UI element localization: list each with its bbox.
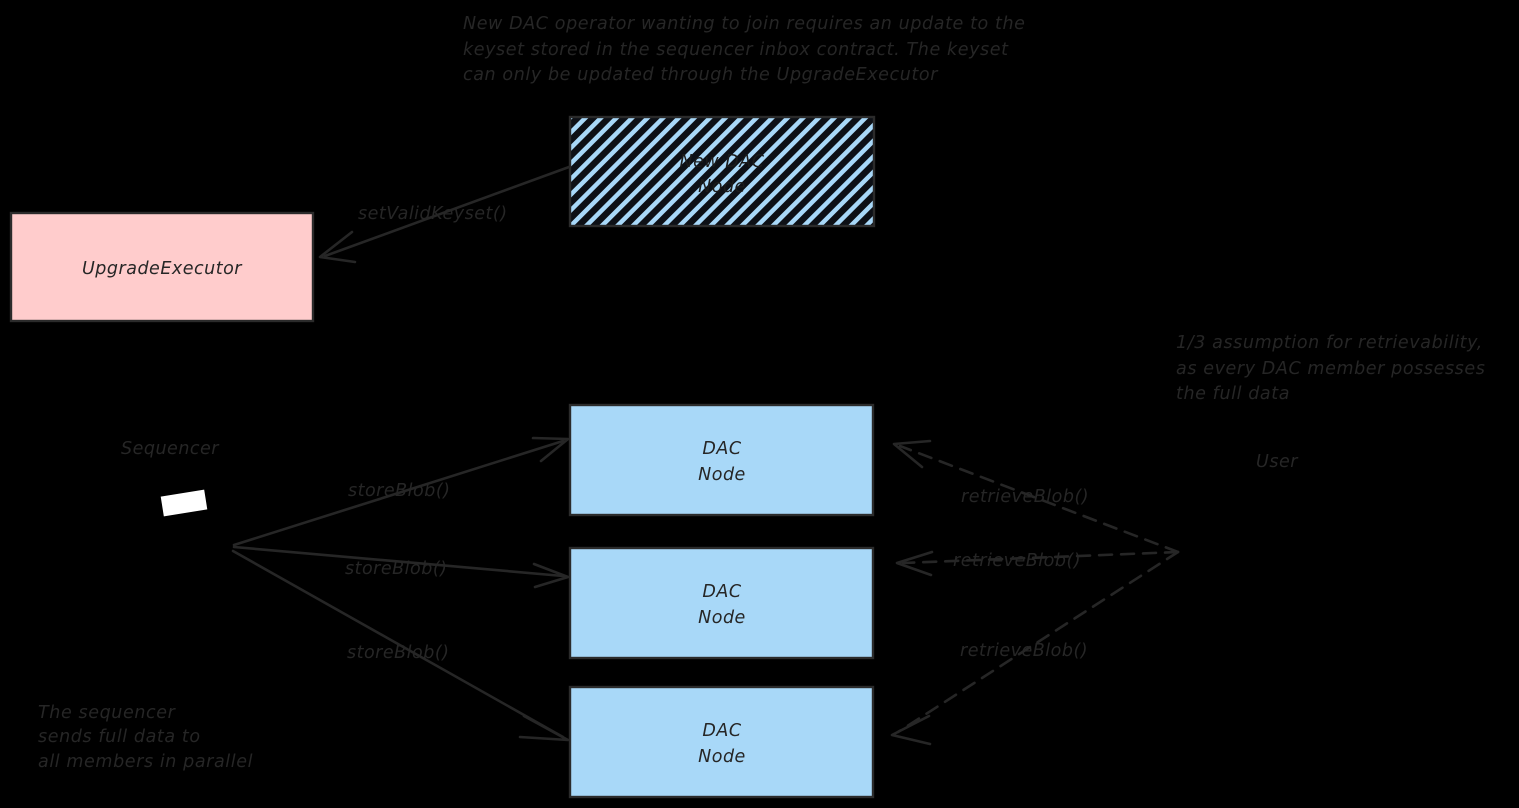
dac-node-3-box[interactable]: DAC Node xyxy=(568,685,875,799)
dac-node-2-label-line-2: Node xyxy=(698,608,746,628)
set-valid-keyset-label: setValidKeyset() xyxy=(358,204,508,224)
parallel-note-line-1: The sequencer xyxy=(38,703,177,723)
store-blob-edge-1[interactable]: storeBlob() xyxy=(232,436,570,547)
new-dac-node-rect[interactable] xyxy=(568,115,876,228)
set-valid-keyset-arrowhead xyxy=(318,230,357,264)
dac-node-2-rect[interactable] xyxy=(568,546,875,660)
retrievability-note-line-3: the full data xyxy=(1176,384,1290,404)
store-blob-edge-1-line[interactable] xyxy=(232,439,565,547)
dac-node-1-label-line-1: DAC xyxy=(702,439,741,459)
retrieve-blob-edge-1-label: retrieveBlob() xyxy=(961,487,1089,507)
dac-node-1-label-line-2: Node xyxy=(698,465,746,485)
upgrade-executor-label: UpgradeExecutor xyxy=(82,259,243,279)
retrieve-blob-edge-2[interactable]: retrieveBlob() xyxy=(895,550,1180,577)
store-blob-edge-2-line[interactable] xyxy=(232,545,565,578)
new-dac-node-label-line-1: New DAC xyxy=(680,152,765,172)
new-dac-node-label-line-2: Node xyxy=(698,177,746,197)
retrieve-blob-edge-1[interactable]: retrieveBlob() xyxy=(892,439,1180,554)
store-blob-edge-3-arrowhead xyxy=(518,714,570,742)
retrieve-blob-edge-1-arrowhead xyxy=(892,439,932,469)
user-label: User xyxy=(1256,452,1299,472)
upgrade-executor-box[interactable]: UpgradeExecutor xyxy=(9,211,315,323)
retrieve-blob-edge-3-line[interactable] xyxy=(896,550,1180,734)
dac-node-3-label-line-1: DAC xyxy=(702,721,741,741)
dac-node-2-label-line-1: DAC xyxy=(702,582,741,602)
retrieve-blob-edge-1-line[interactable] xyxy=(898,444,1180,554)
dac-node-3-rect[interactable] xyxy=(568,685,875,799)
store-blob-edge-3-line[interactable] xyxy=(231,549,565,739)
dac-node-1-rect[interactable] xyxy=(568,403,875,517)
parallel-note-line-3: all members in parallel xyxy=(38,752,253,772)
sequencer-actor[interactable]: Sequencer xyxy=(121,439,220,517)
keyset-note-line-2: keyset stored in the sequencer inbox con… xyxy=(463,40,1009,60)
dac-node-1-box[interactable]: DAC Node xyxy=(568,403,875,517)
store-blob-edge-2[interactable]: storeBlob() xyxy=(232,545,570,589)
retrieve-blob-edge-2-label: retrieveBlob() xyxy=(953,551,1081,571)
retrieve-blob-edge-2-line[interactable] xyxy=(901,550,1180,565)
retrieve-blob-edge-2-arrowhead xyxy=(895,550,934,577)
keyset-note-line-3: can only be updated through the UpgradeE… xyxy=(463,65,939,85)
dac-node-3-label-line-2: Node xyxy=(698,747,746,767)
retrievability-note: 1/3 assumption for retrievability, as ev… xyxy=(1176,333,1485,404)
store-blob-edge-1-arrowhead xyxy=(531,436,570,463)
parallel-note-line-2: sends full data to xyxy=(38,727,201,747)
new-dac-node-box[interactable]: New DAC Node xyxy=(568,115,876,228)
retrieve-blob-edge-3[interactable]: retrieveBlob() xyxy=(890,550,1180,746)
retrievability-note-line-1: 1/3 assumption for retrievability, xyxy=(1176,333,1483,353)
keyset-note: New DAC operator wanting to join require… xyxy=(463,14,1026,85)
sequencer-label: Sequencer xyxy=(121,439,220,459)
store-blob-edge-1-label: storeBlob() xyxy=(348,481,451,501)
store-blob-edge-3[interactable]: storeBlob() xyxy=(231,549,570,742)
dac-node-2-box[interactable]: DAC Node xyxy=(568,546,875,660)
store-blob-edge-2-arrowhead xyxy=(532,562,570,589)
set-valid-keyset-edge[interactable]: setValidKeyset() xyxy=(318,165,571,264)
store-blob-edge-2-label: storeBlob() xyxy=(345,559,448,579)
retrievability-note-line-2: as every DAC member possesses xyxy=(1176,359,1485,379)
retrieve-blob-edge-3-arrowhead xyxy=(890,714,932,746)
parallel-note: The sequencer sends full data to all mem… xyxy=(38,703,253,772)
store-blob-edge-3-label: storeBlob() xyxy=(347,643,450,663)
user-actor[interactable]: User xyxy=(1256,452,1299,472)
upgrade-executor-rect[interactable] xyxy=(9,211,315,323)
keyset-note-line-1: New DAC operator wanting to join require… xyxy=(463,14,1026,34)
retrieve-blob-edge-3-label: retrieveBlob() xyxy=(960,641,1088,661)
sequencer-icon xyxy=(160,489,208,517)
set-valid-keyset-line[interactable] xyxy=(323,165,571,258)
